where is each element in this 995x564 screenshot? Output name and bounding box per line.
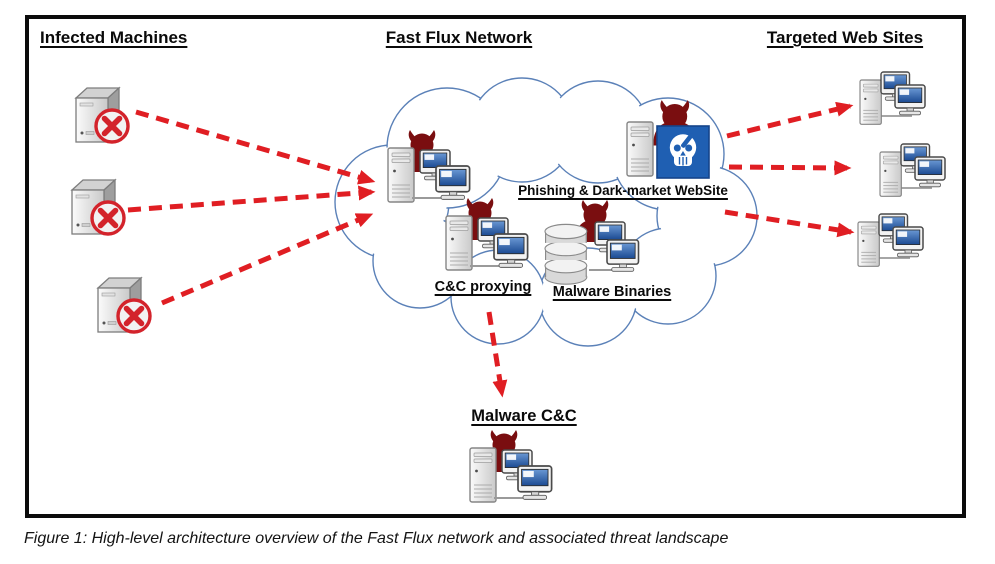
infection-arrow-3: [161, 212, 374, 306]
figure-caption: Figure 1: High-level architecture overvi…: [24, 530, 729, 547]
target-arrow-2: [728, 160, 852, 176]
target-arrow-3: [724, 209, 855, 238]
infected-machine-icon-3: [98, 278, 150, 332]
malware-cc-arrow: [486, 311, 508, 398]
targeted-site-icon-3: [858, 214, 923, 266]
section-heading-fast-flux-network: Fast Flux Network: [385, 28, 533, 47]
section-heading-targeted-web-sites: Targeted Web Sites: [766, 28, 924, 47]
target-arrow-1: [726, 101, 854, 139]
section-heading-infected-machines: Infected Machines: [40, 28, 188, 47]
malware-cc-node-label: Malware C&C: [471, 407, 577, 425]
infection-arrow-1: [135, 109, 376, 185]
phishing-node-label: Phishing & Dark-market WebSite: [518, 183, 728, 198]
malware-binaries-node-label: Malware Binaries: [552, 284, 672, 300]
targeted-site-icon-1: [860, 72, 925, 124]
targeted-site-icon-2: [880, 144, 945, 196]
cc-proxy-node-label: C&C proxying: [434, 279, 532, 295]
infected-machine-icon-2: [72, 180, 124, 234]
malware-cc-icon: [470, 430, 552, 502]
infected-machine-icon-1: [76, 88, 128, 142]
fast-flux-cloud-icon: [334, 77, 758, 347]
